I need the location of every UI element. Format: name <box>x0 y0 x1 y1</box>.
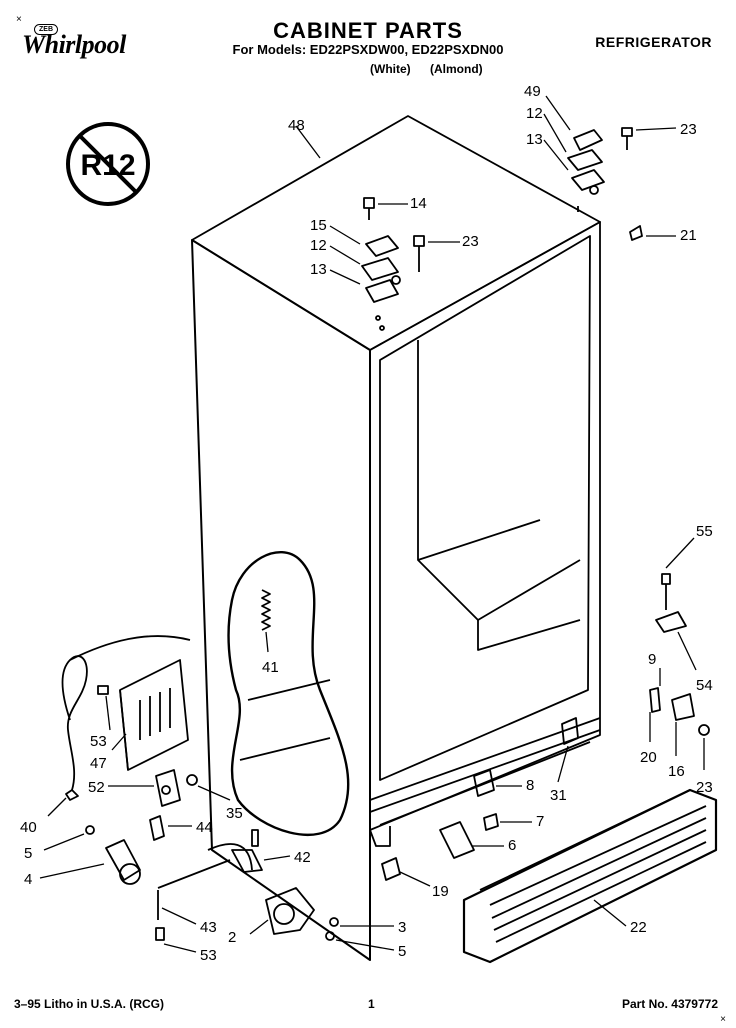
callout-8: 8 <box>526 777 534 794</box>
callout-13-center: 13 <box>310 261 327 278</box>
base-grille <box>462 788 718 964</box>
part-number: Part No. 4379772 <box>621 997 718 1011</box>
top-hinge-rear <box>567 127 643 241</box>
callout-12-center: 12 <box>310 237 327 254</box>
appliance-category: REFRIGERATOR <box>595 34 712 50</box>
small-hardware-parts <box>381 717 579 881</box>
callout-14: 14 <box>410 195 427 212</box>
page-number: 1 <box>368 997 375 1011</box>
callout-7: 7 <box>536 813 544 830</box>
callout-41: 41 <box>262 659 279 676</box>
roller-assembly <box>85 825 141 885</box>
print-info: 3–95 Litho in U.S.A. (RCG) <box>14 997 165 1011</box>
callout-49: 49 <box>524 83 541 100</box>
callout-4: 4 <box>24 871 32 888</box>
brand-tag: ZEB <box>34 24 58 35</box>
callout-47: 47 <box>90 755 107 772</box>
callout-52: 52 <box>88 779 105 796</box>
variant-white: (White) <box>370 62 411 76</box>
callout-13: 13 <box>526 131 543 148</box>
r12-badge-text: R12 <box>80 149 135 182</box>
cabinet-shell <box>191 115 601 961</box>
callout-12: 12 <box>526 105 543 122</box>
callout-23-right: 23 <box>696 779 713 796</box>
callout-5-bottom: 5 <box>398 943 406 960</box>
callout-19: 19 <box>432 883 449 900</box>
color-variants: (White) (Almond) <box>370 62 483 76</box>
footnote-mark: × <box>720 1014 726 1025</box>
callout-2: 2 <box>228 929 236 946</box>
callout-21: 21 <box>680 227 697 244</box>
electrical-box <box>97 659 189 771</box>
leveling-rod <box>155 829 263 941</box>
callout-31: 31 <box>550 787 567 804</box>
callout-35: 35 <box>226 805 243 822</box>
bottom-hinge-bracket <box>149 769 198 841</box>
callout-labels: 48 49 12 13 23 14 15 12 23 13 21 55 9 54… <box>20 83 713 964</box>
callout-20: 20 <box>640 749 657 766</box>
callout-23-center: 23 <box>462 233 479 250</box>
callout-3: 3 <box>398 919 406 936</box>
callout-55: 55 <box>696 523 713 540</box>
callout-16: 16 <box>668 763 685 780</box>
callout-53-bottom: 53 <box>200 947 217 964</box>
bottom-right-hinge <box>649 573 710 736</box>
variant-almond: (Almond) <box>430 62 483 76</box>
leader-lines <box>39 95 705 953</box>
cabinet-spring-part <box>261 589 271 631</box>
callout-9: 9 <box>648 651 656 668</box>
callout-43: 43 <box>200 919 217 936</box>
callout-15: 15 <box>310 217 327 234</box>
callout-44: 44 <box>196 819 213 836</box>
callout-22: 22 <box>630 919 647 936</box>
front-roller <box>265 887 339 941</box>
callout-23: 23 <box>680 121 697 138</box>
callout-53: 53 <box>90 733 107 750</box>
power-cord <box>61 635 191 801</box>
model-numbers: For Models: ED22PSXDW00, ED22PSXDN00 <box>232 42 504 57</box>
callout-54: 54 <box>696 677 713 694</box>
callout-5: 5 <box>24 845 32 862</box>
callout-48: 48 <box>288 117 305 134</box>
whirlpool-logo: Whirlpool <box>22 30 126 59</box>
top-hinge-center <box>361 197 425 331</box>
callout-42: 42 <box>294 849 311 866</box>
callout-6: 6 <box>508 837 516 854</box>
corner-mark: × <box>16 14 22 25</box>
page-title: CABINET PARTS <box>273 18 463 43</box>
callout-40: 40 <box>20 819 37 836</box>
no-r12-icon: R12 <box>66 122 150 206</box>
